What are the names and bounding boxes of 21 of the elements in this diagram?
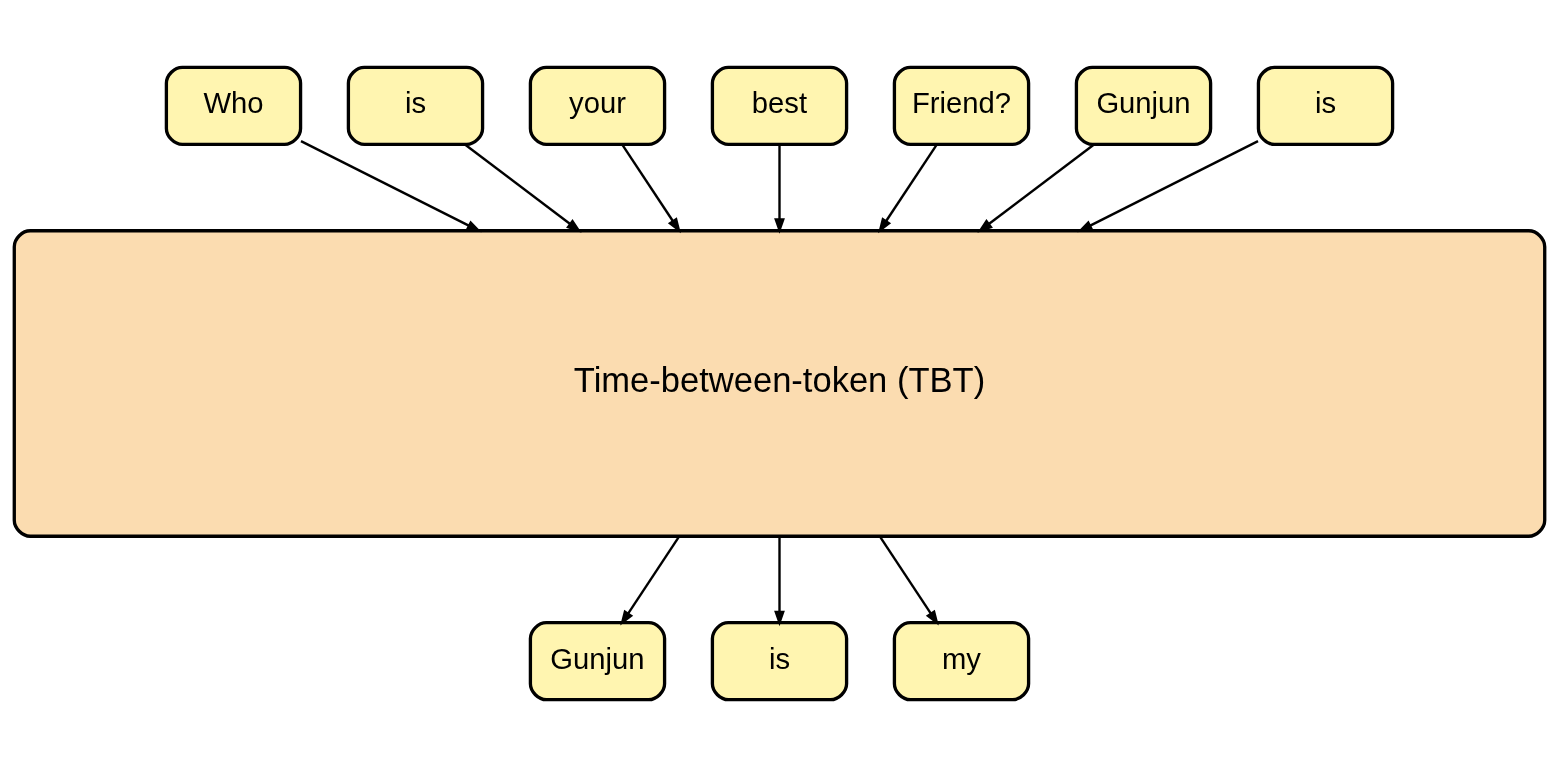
node-box: is — [710, 620, 849, 701]
node-box: best — [710, 65, 849, 146]
node-box: Gunjun — [528, 620, 667, 701]
arrow — [878, 535, 939, 626]
node-box: Time-between-token (TBT) — [12, 228, 1547, 538]
arrow — [977, 143, 1095, 233]
arrow — [774, 535, 785, 626]
arrow — [621, 143, 681, 233]
node-box: Who — [164, 65, 303, 146]
arrow — [464, 143, 582, 233]
node-box: Gunjun — [1074, 65, 1213, 146]
arrow — [620, 535, 681, 626]
arrow — [300, 139, 482, 232]
arrow — [878, 143, 938, 233]
node-box: Friend? — [892, 65, 1031, 146]
arrow — [1077, 139, 1259, 232]
node-box: your — [528, 65, 667, 146]
arrow — [774, 144, 785, 234]
node-box: is — [346, 65, 485, 146]
node-box: is — [1256, 65, 1395, 146]
node-box: my — [892, 620, 1031, 701]
